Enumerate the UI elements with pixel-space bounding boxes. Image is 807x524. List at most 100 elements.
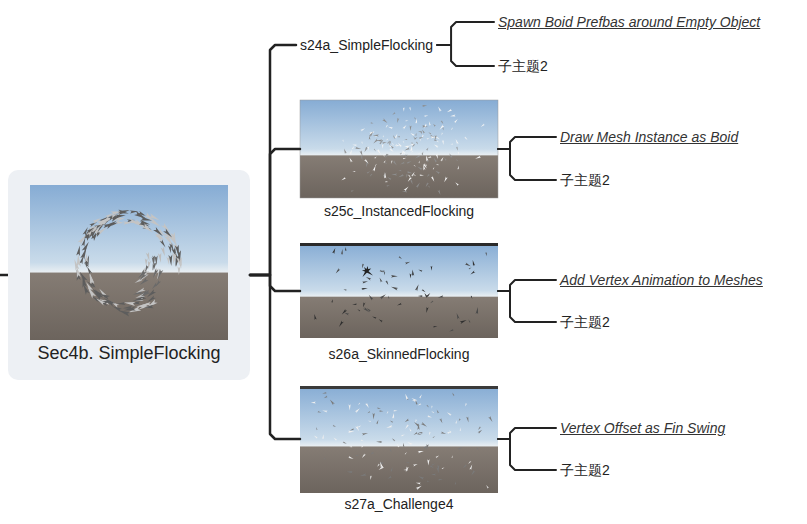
boid-shape [414, 422, 420, 427]
boid-shape [426, 155, 428, 161]
boid-shape [387, 411, 389, 414]
boid-shape [362, 453, 366, 458]
boid-shape [134, 211, 146, 219]
boid-shape [384, 272, 385, 275]
boid-shape [76, 245, 80, 256]
sub-topic: 子主题2 [556, 461, 614, 479]
topic-text: 子主题2 [560, 313, 610, 331]
branch-connector [250, 45, 296, 275]
boid-shape [383, 160, 385, 163]
boid-shape [441, 120, 444, 124]
boid-shape [442, 127, 443, 130]
boid-shape [433, 124, 436, 127]
topic-text: s24a_SimpleFlocking [300, 36, 433, 54]
boid-shape [477, 447, 479, 450]
topic-text: Add Vertex Animation to Meshes [560, 271, 763, 289]
boid-shape [370, 174, 373, 177]
boid-shape [430, 135, 434, 137]
topic-text: 子主题2 [498, 57, 548, 75]
boid-shape [163, 229, 172, 238]
boid-shape [178, 266, 181, 275]
boid-shape [415, 419, 417, 423]
boid-shape [458, 152, 460, 155]
boid-shape [332, 248, 335, 254]
boid-shape [411, 151, 414, 153]
boid-shape [436, 153, 439, 159]
boid-shape [367, 411, 370, 413]
boid-shape [87, 227, 95, 233]
boid-shape [138, 303, 149, 307]
boid-shape [392, 143, 394, 146]
boid-shape [433, 326, 438, 328]
boid-shape [149, 213, 160, 220]
boid-shape [430, 301, 433, 304]
boid-shape [152, 257, 155, 265]
boid-shape [460, 320, 467, 324]
boid-shape [390, 421, 393, 424]
leader-line [0, 274, 8, 277]
boid-shape [439, 418, 442, 423]
boid-shape [368, 421, 371, 422]
boid-shape [372, 317, 377, 319]
boid-shape [379, 319, 383, 322]
boid-shape [485, 252, 486, 256]
boid-shape [123, 222, 133, 225]
boid-shape [415, 119, 417, 124]
boid-shape [473, 260, 475, 266]
boid-shape [96, 299, 105, 306]
central-topic: Sec4b. SimpleFlocking [8, 170, 250, 380]
boid-shape [365, 403, 369, 408]
boid-shape [427, 481, 430, 483]
boid-shape [405, 419, 410, 423]
boid-shape [470, 271, 475, 275]
boid-shape [379, 466, 385, 470]
boid-shape [117, 302, 126, 305]
boid-shape [116, 215, 126, 219]
boid-shape [373, 413, 375, 420]
boid-shape [317, 411, 321, 413]
boid-shape [92, 218, 101, 224]
boid-shape [156, 280, 161, 287]
boid-shape [419, 153, 420, 157]
boid-shape [87, 266, 92, 274]
boid-shape [466, 416, 468, 422]
boid-shape [118, 209, 129, 213]
boid-shape [414, 432, 418, 435]
boid-shape [83, 284, 89, 295]
boid-shape [403, 443, 405, 447]
boid-shape [427, 156, 432, 158]
boid-shape [426, 163, 427, 166]
boid-shape [435, 135, 437, 141]
branch-connector [498, 149, 556, 180]
boid-shape [430, 465, 435, 469]
topic-text: 子主题2 [560, 461, 610, 479]
boid-shape [405, 452, 407, 455]
boid-shape [374, 157, 377, 159]
boid-shape [459, 418, 461, 421]
boid-shape [343, 289, 346, 290]
boid-shape [386, 185, 390, 186]
boid-shape [352, 171, 355, 172]
boid-shape [437, 409, 440, 413]
boid-shape [352, 303, 357, 305]
boid-shape [431, 464, 435, 466]
boid-shape [139, 273, 146, 280]
boid-shape [349, 446, 352, 447]
boid-shape [394, 133, 397, 138]
boid-shape [413, 464, 418, 466]
boid-shape [161, 247, 165, 257]
boid-shape [392, 112, 395, 115]
boid-shape [104, 298, 116, 307]
boid-shape [444, 158, 447, 161]
boid-shape [391, 173, 397, 175]
boid-shape [431, 411, 434, 413]
boid-shape [154, 256, 157, 266]
boid-shape [93, 290, 103, 299]
boid-shape [148, 261, 151, 270]
boid-shape [316, 427, 317, 430]
boid-shape [475, 156, 481, 159]
boid-shape [391, 287, 398, 291]
boid-shape [431, 266, 433, 271]
boid-shape [392, 438, 396, 441]
boid-shape [153, 227, 163, 236]
